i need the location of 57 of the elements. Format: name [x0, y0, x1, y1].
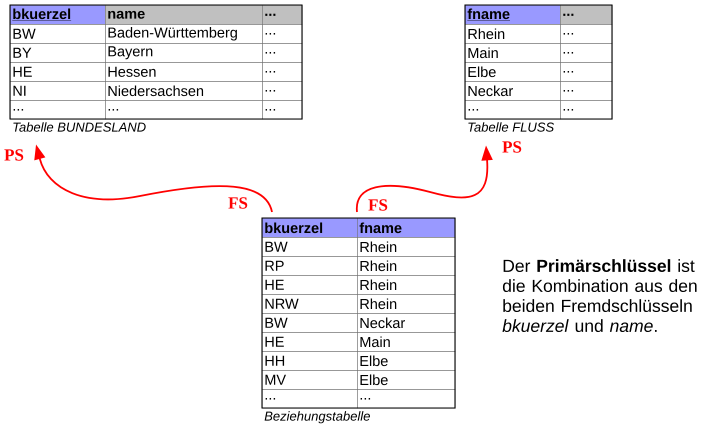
table-cell: ...	[357, 389, 456, 409]
table-cell: ...	[560, 100, 613, 120]
table-cell: ...	[465, 100, 561, 120]
table-cell: HE	[262, 332, 358, 352]
key-label: FS	[368, 199, 388, 211]
table-cell: Baden-Württemberg	[105, 24, 263, 44]
key-label: FS	[228, 197, 248, 209]
table-cell: ...	[560, 24, 613, 44]
header-cell: ...	[262, 5, 303, 25]
key-label: PS	[502, 141, 522, 153]
table-cell: Elbe	[357, 351, 456, 371]
table-cell: Main	[465, 43, 561, 63]
table-cell: Niedersachsen	[105, 81, 263, 101]
table-cell: HE	[262, 275, 358, 295]
table-cell: ...	[560, 81, 613, 101]
header-cell: ...	[560, 5, 613, 25]
table-cell: Rhein	[357, 256, 456, 276]
table-cell: ...	[105, 100, 263, 120]
table-cell: NRW	[262, 294, 358, 314]
table-cell: ...	[560, 43, 613, 63]
table-cell: HH	[262, 351, 358, 371]
table-caption: Tabelle BUNDESLAND	[13, 122, 146, 132]
table-cell: MV	[262, 370, 358, 390]
table-caption: Tabelle FLUSS	[468, 122, 554, 132]
header-cell: bkuerzel	[10, 5, 106, 25]
table-cell: NI	[10, 81, 106, 101]
table-cell: Neckar	[357, 313, 456, 333]
table-cell: Rhein	[465, 24, 561, 44]
header-cell: fname	[357, 218, 456, 238]
table-cell: ...	[10, 100, 106, 120]
table-cell: ...	[262, 24, 303, 44]
table-cell: BW	[262, 237, 358, 257]
table-cell: ...	[262, 43, 303, 63]
table-cell: Rhein	[357, 294, 456, 314]
table-cell: HE	[10, 62, 106, 82]
table-cell: Rhein	[357, 275, 456, 295]
header-cell: fname	[465, 5, 561, 25]
table-cell: Neckar	[465, 81, 561, 101]
table-cell: Elbe	[357, 370, 456, 390]
table-cell: Hessen	[105, 62, 263, 82]
table-caption: Beziehungstabelle	[264, 411, 370, 424]
table-cell: BW	[262, 313, 358, 333]
table-cell: Main	[357, 332, 456, 352]
table-cell: BW	[10, 24, 106, 44]
table-cell: Bayern	[105, 43, 263, 63]
table-cell: RP	[262, 256, 358, 276]
table-cell: ...	[560, 62, 613, 82]
table-cell: ...	[262, 62, 303, 82]
table-cell: Rhein	[357, 237, 456, 257]
table-cell: Elbe	[465, 62, 561, 82]
table-cell: ...	[262, 100, 303, 120]
header-cell: bkuerzel	[262, 218, 358, 238]
table-cell: BY	[10, 43, 106, 63]
table-cell: ...	[262, 389, 358, 409]
key-label: PS	[4, 149, 24, 161]
note-text: Der Primärschlüssel ist die Kombination aus den beiden Fremdschlüsseln bkuerzel und name.	[502, 259, 697, 332]
table-cell: ...	[262, 81, 303, 101]
